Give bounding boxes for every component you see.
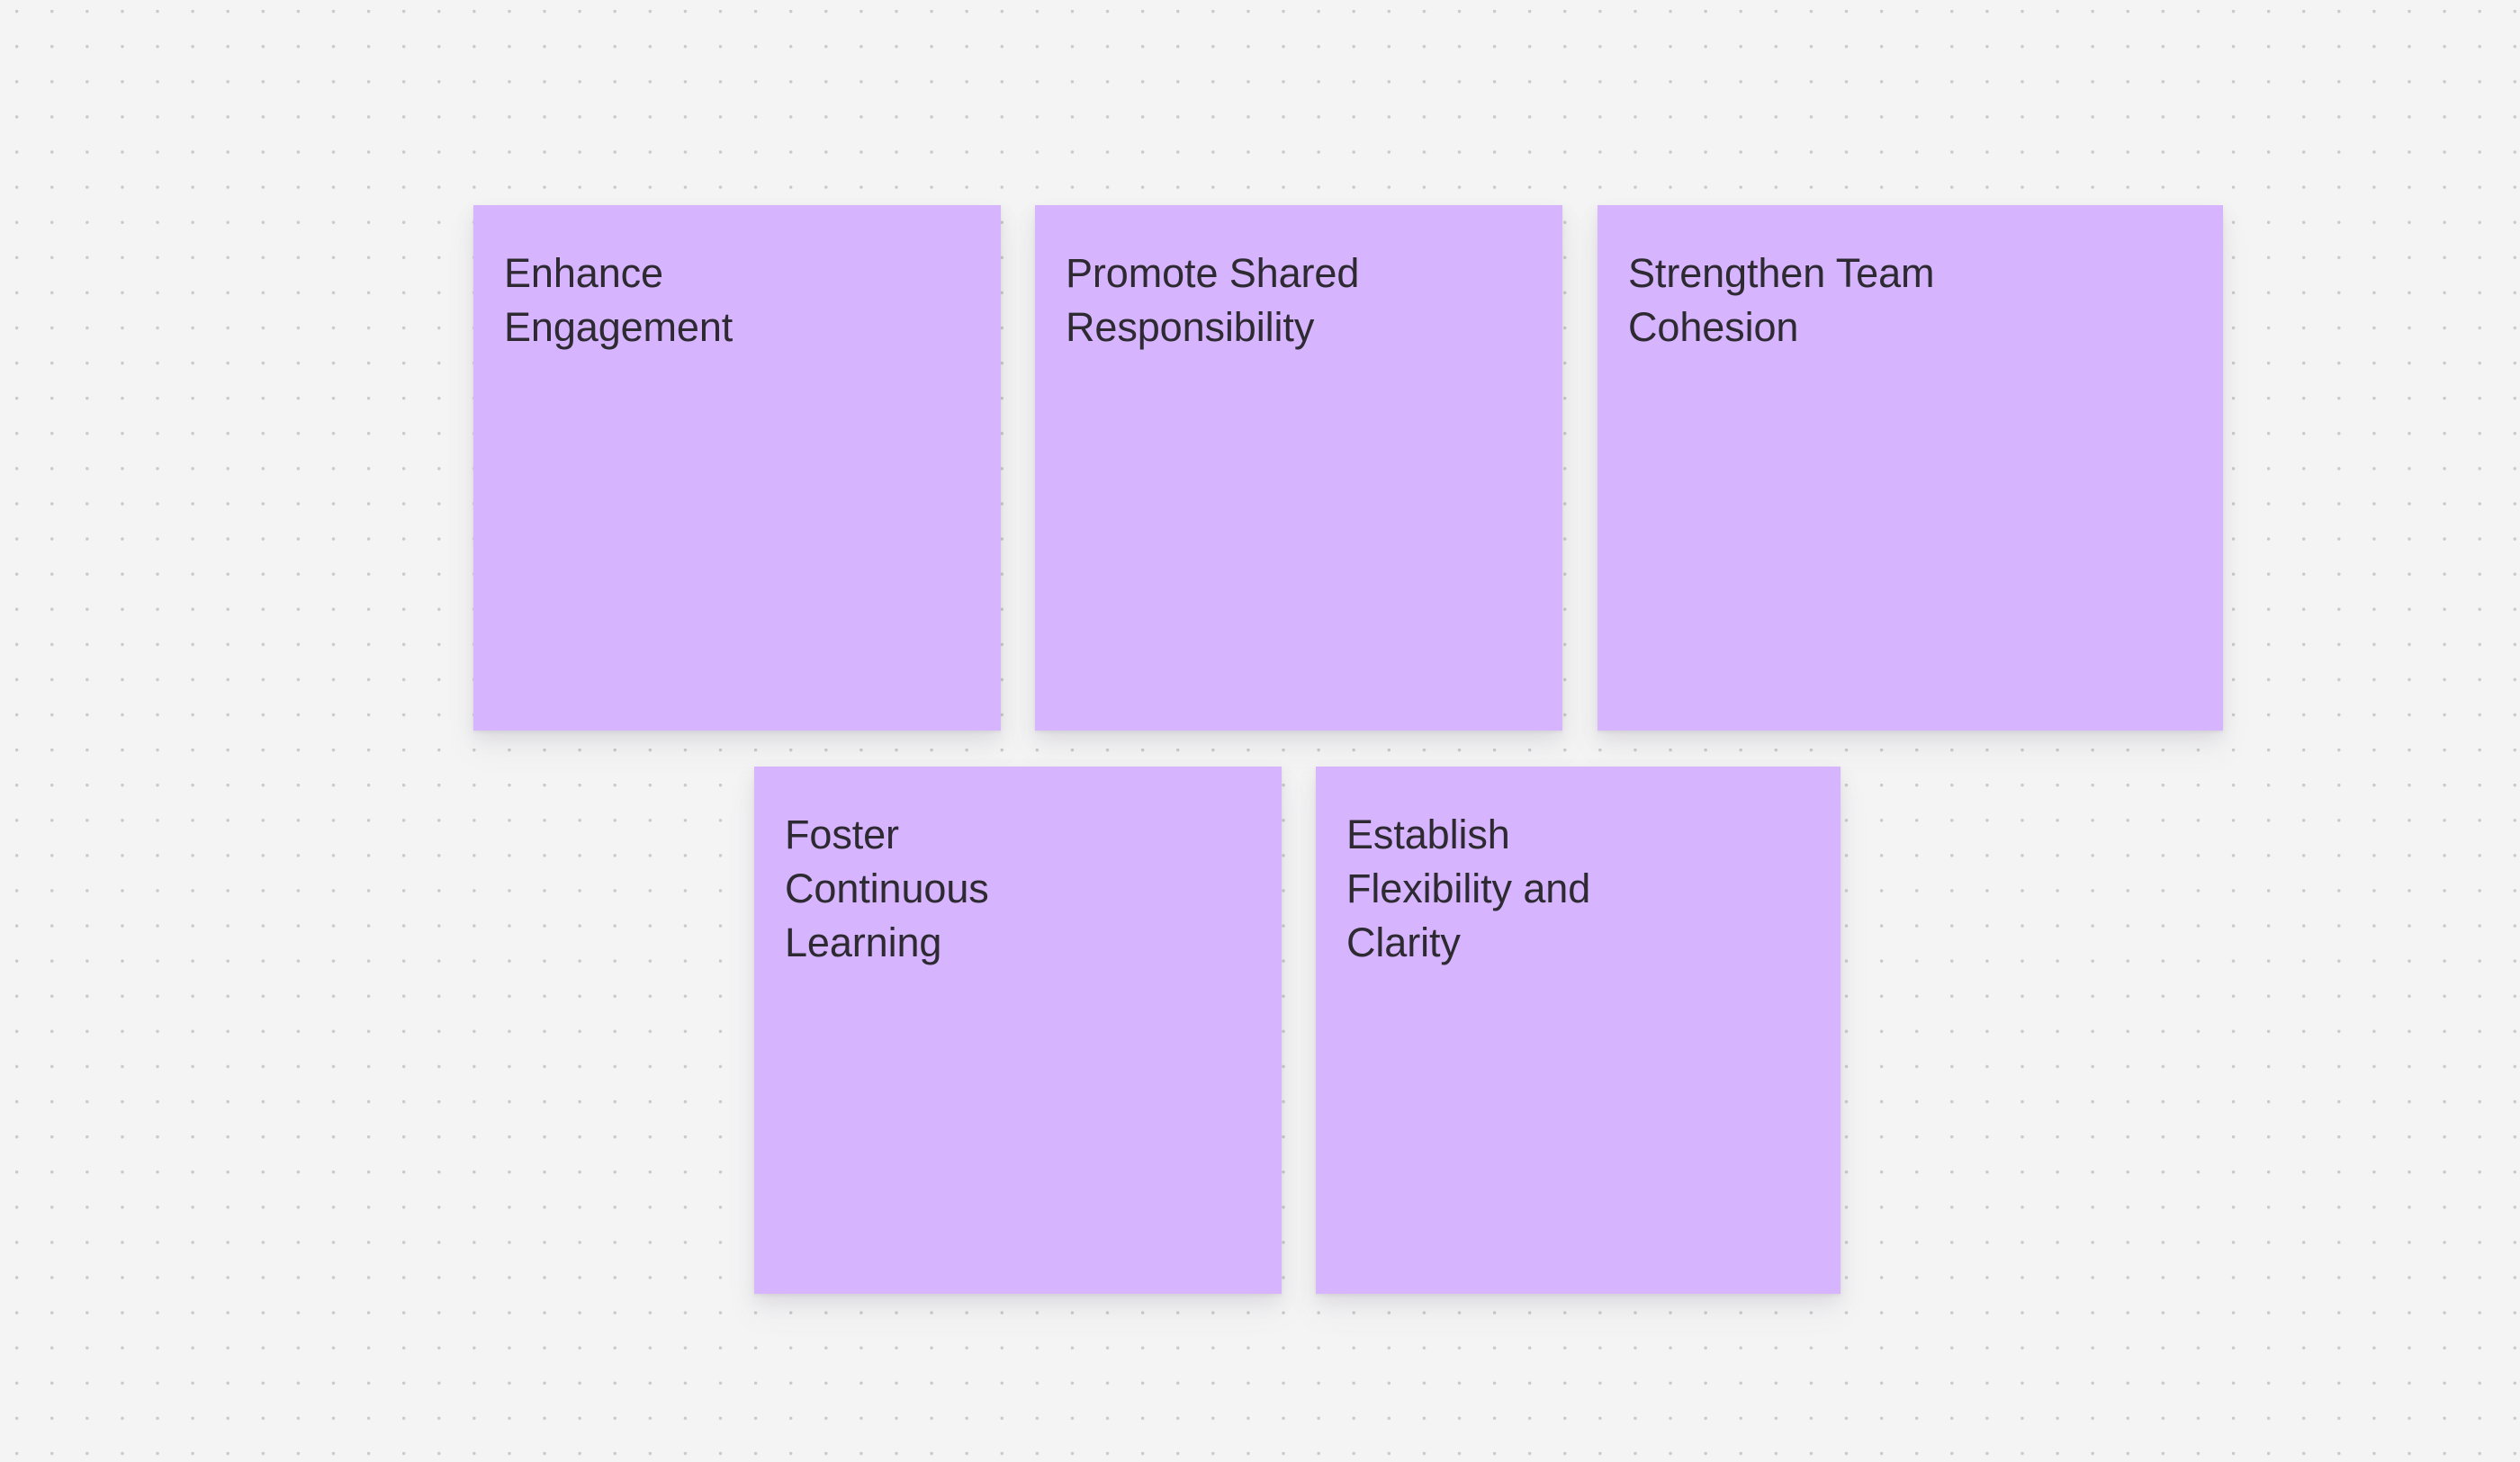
sticky-note[interactable]: Strengthen Team Cohesion — [1598, 205, 2223, 731]
sticky-note-text: Enhance Engagement — [504, 250, 734, 350]
sticky-note[interactable]: Enhance Engagement — [473, 205, 1001, 731]
sticky-note-text: Establish Flexibility and Clarity — [1346, 812, 1591, 965]
sticky-note-text: Strengthen Team Cohesion — [1628, 250, 1935, 350]
sticky-note[interactable]: Promote Shared Responsibility — [1035, 205, 1562, 731]
sticky-note-text: Promote Shared Responsibility — [1066, 250, 1360, 350]
sticky-note[interactable]: Foster Continuous Learning — [754, 767, 1282, 1294]
sticky-note-text: Foster Continuous Learning — [785, 812, 989, 965]
sticky-note[interactable]: Establish Flexibility and Clarity — [1316, 767, 1840, 1294]
